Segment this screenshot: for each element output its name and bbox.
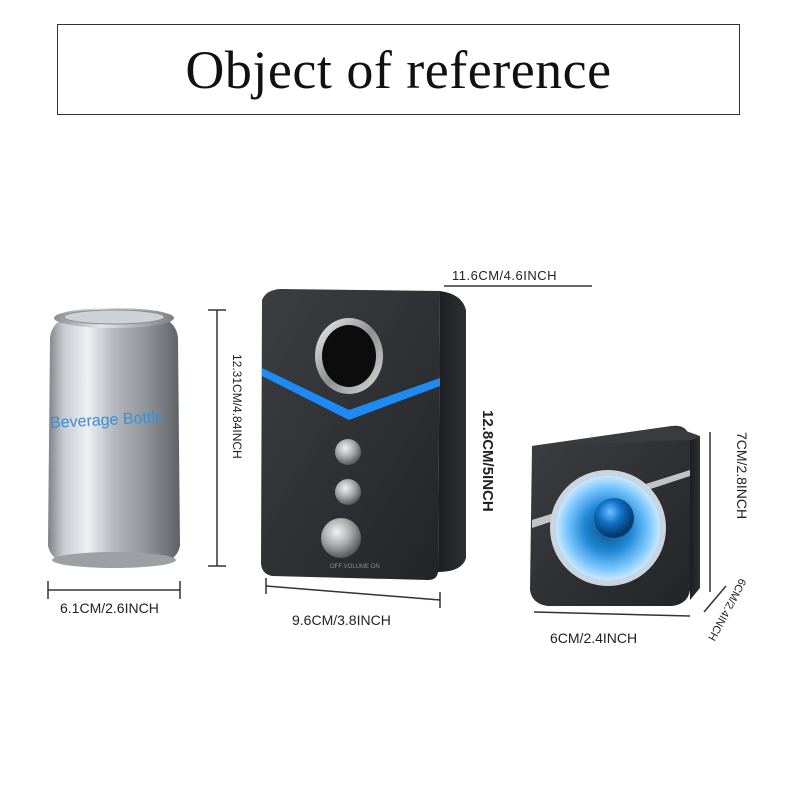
satellite-speaker: [530, 425, 700, 606]
can-width-dimension: [47, 581, 181, 599]
satellite-width-label: 6CM/2.4INCH: [550, 630, 638, 646]
can-width-label: 6.1CM/2.6INCH: [60, 600, 159, 616]
satellite-depth-dimension: [703, 585, 727, 613]
title-box: Object of reference: [57, 24, 740, 115]
satellite-width-dimension: [533, 611, 691, 617]
subwoofer: [261, 289, 466, 580]
can-height-label: 12.31CM/4.84INCH: [230, 354, 244, 459]
can-height-dimension: [208, 309, 226, 567]
page-title: Object of reference: [185, 39, 612, 100]
beverage-can: [48, 308, 180, 568]
subwoofer-width-dimension: [265, 578, 441, 608]
subwoofer-depth-label: 11.6CM/4.6INCH: [452, 268, 558, 283]
subwoofer-height-label: 12.8CM/5INCH: [479, 410, 496, 512]
subwoofer-panel-text: OFF VOLUME ON: [330, 564, 380, 570]
subwoofer-width-label: 9.6CM/3.8INCH: [292, 612, 391, 628]
satellite-height-label: 7CM/2.8INCH: [734, 432, 750, 520]
